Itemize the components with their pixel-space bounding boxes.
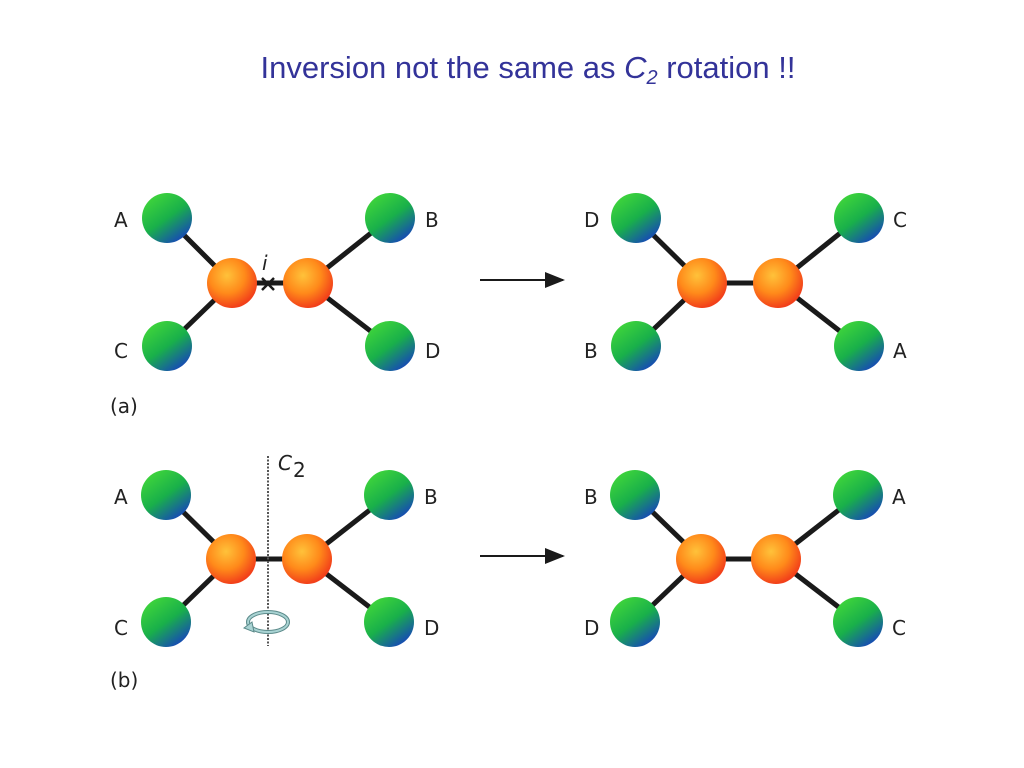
atom-label: A [114,485,128,509]
panel-b-before-molecule: C 2 A B C D [114,451,439,647]
title-suffix: rotation !! [657,50,796,85]
outer-atom [364,470,414,520]
outer-atom [833,470,883,520]
atom-label: B [424,485,438,509]
atom-label: C [114,339,128,363]
atom-label: B [425,208,439,232]
page-title: Inversion not the same as C2 rotation !! [0,50,1024,90]
outer-atom [142,321,192,371]
inversion-center-mark [261,277,275,291]
c2-axis-symbol: C [278,451,292,475]
title-subscript: 2 [646,67,658,89]
outer-atom [834,193,884,243]
outer-atom [834,321,884,371]
atom-label: A [114,208,128,232]
panel-a-before-molecule: i A B C D [114,193,440,371]
panel-a-after-molecule: D C B A [584,193,907,371]
atom-label: B [584,485,598,509]
atom-label: C [892,616,906,640]
outer-atom [833,597,883,647]
central-atom [753,258,803,308]
central-atom [676,534,726,584]
central-atom [677,258,727,308]
atom-label: D [424,616,439,640]
outer-atom [142,193,192,243]
outer-atom [364,597,414,647]
outer-atom [365,321,415,371]
outer-atom [365,193,415,243]
central-atom [283,258,333,308]
atom-label: A [893,339,907,363]
outer-atom [611,321,661,371]
central-atom [751,534,801,584]
atom-label: B [584,339,598,363]
atom-label: D [584,616,599,640]
rotation-arrow-icon [242,610,290,634]
outer-atom [610,470,660,520]
central-atom [207,258,257,308]
atom-label: A [892,485,906,509]
panel-a-caption: (a) [110,394,138,418]
outer-atom [610,597,660,647]
c2-axis-subscript: 2 [293,458,306,482]
atom-label: C [114,616,128,640]
outer-atom [141,597,191,647]
panel-b-caption: (b) [110,668,138,692]
inversion-label: i [262,251,268,275]
title-prefix: Inversion not the same as [260,50,625,85]
atom-label: D [425,339,440,363]
panel-b-after-molecule: B A D C [584,470,906,647]
title-symbol: C [624,50,647,85]
outer-atom [611,193,661,243]
atom-label: C [893,208,907,232]
atom-label: D [584,208,599,232]
central-atom [282,534,332,584]
central-atom [206,534,256,584]
outer-atom [141,470,191,520]
